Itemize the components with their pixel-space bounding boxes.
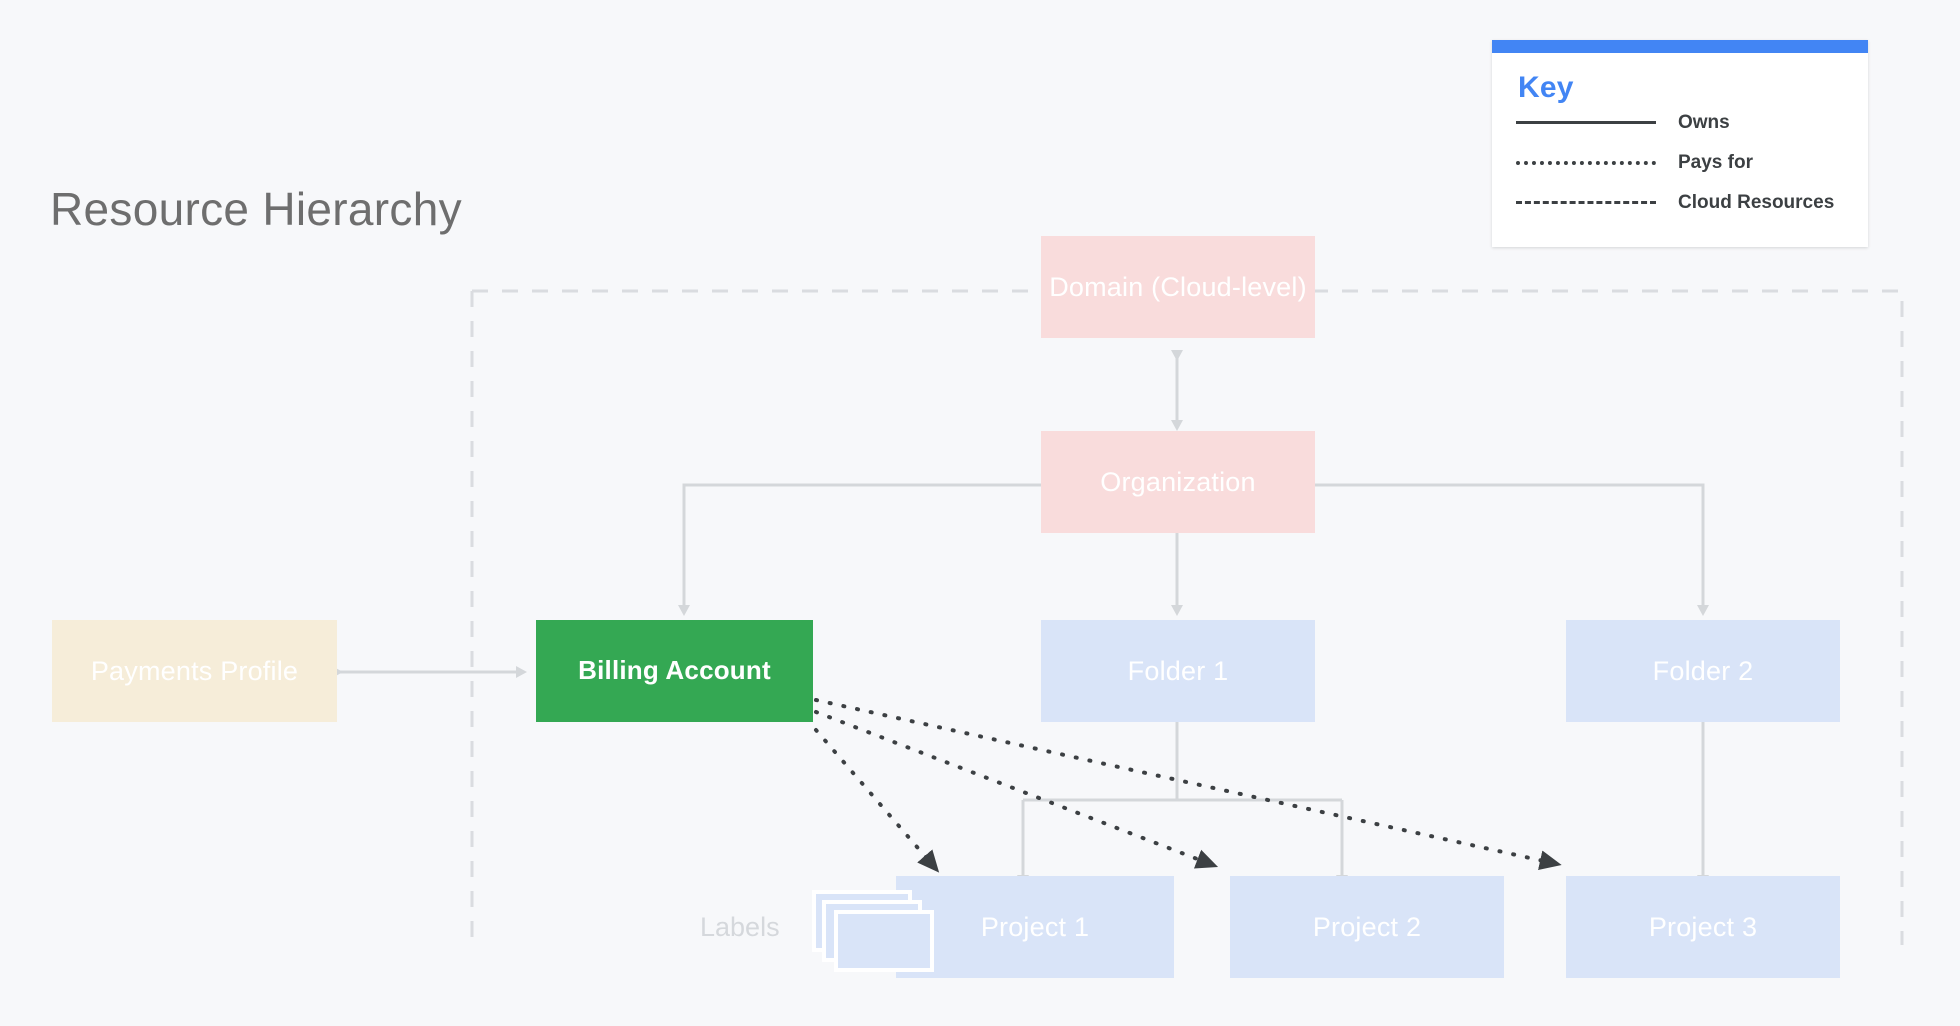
labels-sheet-front — [834, 910, 934, 972]
key-sample-solid-line-icon — [1516, 111, 1656, 133]
edge-billing-pays-project-1 — [814, 728, 940, 873]
key-row-pays-for: Pays for — [1516, 151, 1846, 179]
node-project-1[interactable]: Project 1 — [896, 876, 1174, 978]
node-billing-account-label: Billing Account — [578, 655, 771, 686]
labels-stack-icon — [812, 890, 934, 972]
edge-billing-pays-project-2 — [814, 710, 1219, 869]
key-label-pays-for: Pays for — [1678, 152, 1753, 173]
node-organization[interactable]: Organization — [1041, 431, 1315, 533]
cloud-resources-boundary — [470, 289, 1904, 945]
node-domain[interactable]: Domain (Cloud-level) — [1041, 236, 1315, 338]
key-body: Key Owns Pays for Cloud Resources — [1492, 53, 1868, 247]
key-sample-dotted-line-icon — [1516, 151, 1656, 173]
key-label-owns: Owns — [1678, 112, 1730, 133]
node-folder-2[interactable]: Folder 2 — [1566, 620, 1840, 722]
node-folder-1[interactable]: Folder 1 — [1041, 620, 1315, 722]
node-project-2-label: Project 2 — [1312, 911, 1422, 942]
key-sample-dashed-line-icon — [1516, 191, 1656, 213]
edge-organization-billing-account — [678, 483, 1041, 616]
node-project-3-label: Project 3 — [1648, 911, 1758, 942]
key-accent-bar — [1492, 40, 1868, 53]
labels-caption: Labels — [700, 912, 780, 942]
key-row-cloud-resources: Cloud Resources — [1516, 191, 1846, 219]
edge-organization-folder-2 — [1315, 483, 1709, 616]
key-row-owns: Owns — [1516, 111, 1846, 139]
node-folder-1-label: Folder 1 — [1127, 655, 1229, 686]
node-domain-label: Domain (Cloud-level) — [1049, 271, 1307, 302]
node-organization-label: Organization — [1100, 466, 1256, 497]
key-heading: Key — [1518, 71, 1574, 104]
node-project-1-label: Project 1 — [980, 911, 1090, 942]
page-title: Resource Hierarchy — [50, 183, 462, 235]
edge-billing-pays-project-3 — [814, 698, 1562, 871]
node-payments-profile[interactable]: Payments Profile — [52, 620, 337, 722]
key-label-cloud-resources: Cloud Resources — [1678, 192, 1835, 213]
node-project-2[interactable]: Project 2 — [1230, 876, 1504, 978]
node-folder-2-label: Folder 2 — [1652, 655, 1754, 686]
key-legend-card: Key Owns Pays for Cloud Resources — [1492, 40, 1868, 247]
node-billing-account[interactable]: Billing Account — [536, 620, 813, 722]
edge-folder-1-projects — [1017, 722, 1348, 886]
node-payments-profile-label: Payments Profile — [90, 655, 299, 686]
node-project-3[interactable]: Project 3 — [1566, 876, 1840, 978]
